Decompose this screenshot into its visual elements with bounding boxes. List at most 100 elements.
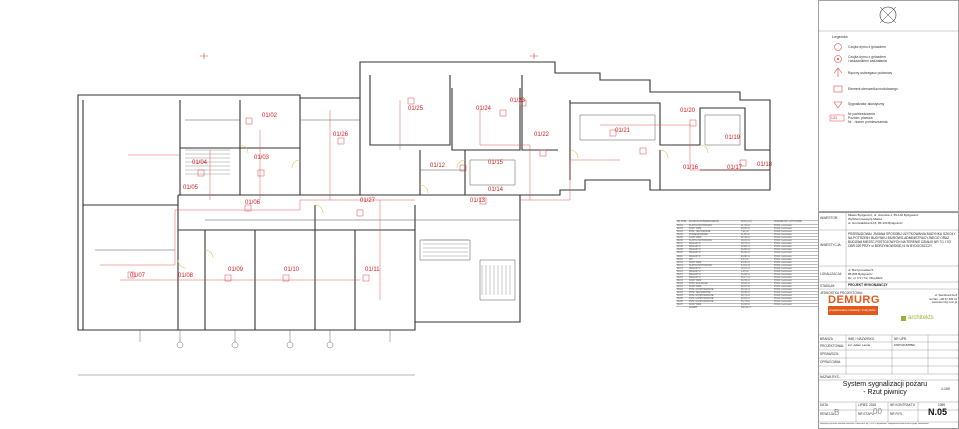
room-table-cell: 24,16 m² [741, 264, 751, 267]
room-number-icon [829, 114, 845, 122]
row-label: SPRAWDZIŁ [820, 352, 839, 356]
room-table-cell: 24,30 m² [741, 261, 751, 264]
room-table-cell: 01/10 [677, 252, 683, 255]
room-table-cell: 01/01 [677, 225, 683, 227]
footer-note: Niniejszy rysunek stanowi własność DEMUR… [820, 423, 930, 425]
legend-item: Ręczny ostrzegacz pożarowy [848, 71, 893, 75]
smoke-detector-indicator-icon [834, 55, 842, 63]
room-table-cell: POM. TECHNICZNE [689, 231, 711, 234]
room-table-cell: POM. GOSPODARCZE [689, 295, 714, 298]
room-label: 01/05 [183, 185, 199, 191]
room-label: 01/09 [228, 267, 244, 273]
room-label: 01/17 [727, 165, 743, 171]
header-cell: PARAMETRY UŻYTKOWE [774, 221, 802, 223]
room-table-cell: PODŁ. betonowa [774, 258, 792, 261]
room-table-cell: 01/25 [677, 298, 683, 301]
room-table-cell: PODŁ. betonowa [774, 270, 792, 273]
room-table-cell: WC [689, 258, 693, 261]
room-table-cell: 01/15 [677, 267, 683, 270]
room-table-cell: PODŁ. betonowa [774, 246, 792, 249]
location-value: ul. Borzymowska 5, 85-805 Bydgoszcz Dz. … [848, 267, 883, 280]
room-table-cell: 28,44 m² [741, 289, 751, 292]
room-table-cell: PODŁ. betonowa [774, 252, 792, 255]
room-table-cell: MAGAZYN [689, 249, 701, 252]
room-table-cell: POM. GOSPODARCZE [689, 289, 714, 292]
room-table-cell: 01/06 [677, 240, 683, 243]
room-label: 01/07 [130, 273, 146, 279]
label: REWIZJA [820, 412, 834, 416]
building-outline [77, 61, 771, 331]
room-label: 01/27 [360, 198, 376, 204]
room-table-cell: 22,20 m² [741, 298, 751, 301]
room-table-cell: 01/27 [677, 304, 683, 307]
grid-axis-markers [176, 341, 334, 349]
room-table-cell: 4,45 m² [741, 270, 749, 273]
room-table-cell: 12,10 m² [741, 267, 751, 270]
north-arrow-icon [879, 6, 897, 24]
room-table-cell: PODŁ. betonowa [774, 234, 792, 237]
room-label: 01/04 [192, 160, 208, 166]
room-label: 01/20 [680, 108, 696, 114]
room-table-cell: 01/23 [677, 292, 683, 295]
room-table-cell: PODŁ. betonowa [774, 228, 792, 231]
room-table-cell: 36,87 m² [741, 286, 751, 288]
room-table-cell: 01/13 [677, 261, 683, 264]
stairs [185, 149, 511, 295]
investment-value: PRZEBUDOWA I ZMIANA SPOSOBU UŻYTKOWANIA … [848, 231, 956, 249]
room-table-cell: MAGAZYN [689, 252, 701, 255]
room-table-cell: KORYTARZ [689, 286, 702, 288]
room-table-cell: 01/21 [677, 286, 683, 288]
room-label: 01/25 [408, 106, 424, 112]
room-table-cell: 01/07 [677, 243, 683, 246]
room-table-cell: MAGAZYN [689, 270, 701, 273]
label: NAZWA RYS.: [820, 375, 841, 379]
label: NR RYS. [890, 412, 903, 416]
row-label: OPRACOWAŁ [820, 360, 841, 364]
room-table-cell: 10,08 m² [741, 273, 751, 276]
room-table-cell: 01/12 [677, 258, 683, 261]
room-label: 01/14 [488, 187, 504, 193]
room-table-cell: 26,98 m² [741, 255, 751, 258]
label: DATA [820, 403, 829, 407]
room-label: 01/08 [178, 273, 194, 279]
room-table-cell: PODŁ. betonowa [774, 237, 792, 240]
room-label: 01/16 [683, 165, 699, 171]
room-table-cell: KORYTARZ [689, 237, 702, 240]
legend-item: Element sterownika modułowego [848, 87, 898, 91]
stage-value: PROJEKT WYKONAWCZY [848, 283, 888, 287]
room-table-cell: 01/18 [677, 276, 683, 279]
room-table-cell: PODŁ. betonowa [774, 304, 792, 307]
room-table-cell: MAGAZYN [689, 246, 701, 249]
room-table-cell: 39,79 m² [741, 243, 751, 246]
room-table-cell: 19,17 m² [741, 276, 751, 279]
room-table-cell: 01/24 [677, 295, 683, 298]
room-table-cell: PODŁ. betonowa [774, 264, 792, 267]
contract-value: 1050 [938, 403, 946, 407]
alarm-cabling [100, 100, 740, 300]
room-label: 01/03 [254, 155, 270, 161]
room-label: 01/21 [615, 128, 631, 134]
room-table-cell: POMIESZCZENIE [689, 234, 708, 237]
room-table-cell: MAGAZYN [689, 267, 701, 270]
demurg-logo-bar [828, 306, 878, 315]
room-label: 01/23 [510, 98, 526, 104]
header-cell: NR POM. [677, 221, 687, 223]
room-table-cell: 7,02 m² [741, 231, 749, 234]
room-table-cell: PODŁ. betonowa [774, 273, 792, 276]
room-table-cell: 01/19 [677, 279, 683, 282]
dimension-markers [78, 330, 415, 376]
